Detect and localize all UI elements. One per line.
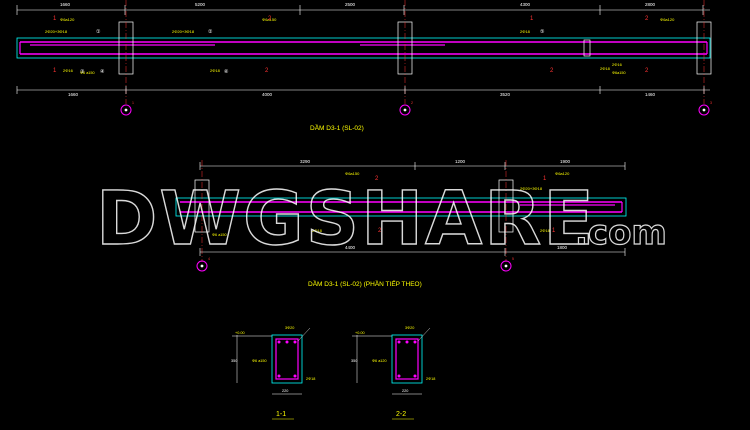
beam2-elevation: 3290 1200 1900 Φ6a150 Φ6a120 2 1 2Φ20+3Φ… xyxy=(175,159,627,288)
beam2-top-dim-1: 1200 xyxy=(455,159,466,164)
beam2-rebar-label-1: 2Φ18 xyxy=(312,228,323,233)
beam1-rebar-label-2: 2Φ16 xyxy=(63,68,74,73)
section1-stirrups: Φ6 a150 xyxy=(252,359,267,363)
beam1-top-dim-1: 5200 xyxy=(195,2,206,7)
beam2-axis-bubble-1 xyxy=(196,260,208,272)
section1-bottom-bars: 2Φ18 xyxy=(306,377,315,381)
section1-label: 1-1 xyxy=(276,411,286,418)
beam1-rebar-label-5: 2Φ18 xyxy=(600,66,611,71)
beam1-rebar-number-5: ⑥ xyxy=(224,69,229,75)
beam2-bottom-dim-0: 4400 xyxy=(345,245,356,250)
axis-number-1: 2 xyxy=(411,101,413,105)
beam2-axis-bubble-2 xyxy=(500,260,512,272)
beam2-stirrup-label-1: Φ6a120 xyxy=(555,171,570,176)
section1-height: 350 xyxy=(231,359,237,363)
beam1-rebar-number-3: ④ xyxy=(100,69,105,75)
beam1-stirrup-label-1: Φ6a150 xyxy=(262,17,277,22)
beam1-concrete-outline xyxy=(16,37,711,59)
beam1-section-mark-0: 1 xyxy=(53,16,57,22)
beam1-section-mark-5: 2 xyxy=(265,68,269,74)
section1-concrete xyxy=(271,334,303,384)
beam1-top-dim-2: 2500 xyxy=(345,2,356,7)
beam1-bottom-dim-1: 4000 xyxy=(262,92,273,97)
axis-number-4: 5 xyxy=(512,257,514,261)
beam1-rebar-number-1: ② xyxy=(208,29,213,35)
beam2-title: DẦM D3-1 (SL-02) (PHẦN TIẾP THEO) xyxy=(308,278,422,288)
section1-slab-level: +0.00 xyxy=(235,331,245,335)
beam2-section-mark-3: 1 xyxy=(552,228,556,234)
beam1-section-mark-3: 2 xyxy=(645,16,649,22)
beam2-top-dim-0: 3290 xyxy=(300,159,311,164)
axis-number-0: 1 xyxy=(132,101,134,105)
beam2-bottom-dim-1: 1800 xyxy=(557,245,568,250)
beam2-rebar-label-3: Φ6 a150 xyxy=(212,233,227,237)
watermark: DWGSHARE .com xyxy=(95,175,667,262)
section2-stirrups: Φ6 a120 xyxy=(372,359,387,363)
beam2-section-mark-0: 2 xyxy=(375,176,379,182)
beam1-rebar-number-4: ⑤ xyxy=(540,29,545,35)
beam1-top-dim-0: 1660 xyxy=(60,2,71,7)
beam1-section-mark-4: 1 xyxy=(53,68,57,74)
section2-height: 350 xyxy=(351,359,357,363)
section1-top-bars: 3Φ20 xyxy=(285,326,294,330)
beam2-rebar-label-2: 2Φ18 xyxy=(540,228,551,233)
beam1-rebar-label-6: 2Φ16 xyxy=(612,62,623,67)
beam1-top-dim-3: 4300 xyxy=(520,2,531,7)
beam1-bottom-dim-2: 3520 xyxy=(500,92,511,97)
beam1-top-dim-4: 2800 xyxy=(645,2,656,7)
beam1-rebar-number-2: ③ xyxy=(80,69,85,75)
beam1-rebar-label-3: 2Φ18 xyxy=(210,68,221,73)
section-2-2: +0.00 3Φ20 2Φ18 Φ6 a120 350 220 2-2 xyxy=(351,326,435,420)
beam1-rebar-label-1: 2Φ20+3Φ18 xyxy=(172,29,195,34)
section1-width: 220 xyxy=(282,389,288,393)
section2-label: 2-2 xyxy=(396,411,406,418)
axis-number-3: 4 xyxy=(208,257,210,261)
beam2-section-mark-1: 1 xyxy=(543,176,547,182)
beam1-stirrup-label-0: Φ6a120 xyxy=(60,17,75,22)
beam1-axis-bubble-1 xyxy=(120,104,132,116)
beam2-section-mark-2: 2 xyxy=(378,228,382,234)
section2-concrete xyxy=(391,334,423,384)
beam1-rebar-label-0: 2Φ20+3Φ18 xyxy=(45,29,68,34)
beam1-bottom-dim-0: 1660 xyxy=(68,92,79,97)
beam1-rebar-label-7: Φ6 a150 xyxy=(80,71,95,75)
beam1-elevation: 1660 5200 2500 4300 2800 Φ6a120 Φ6a150 Φ… xyxy=(16,0,712,132)
axis-number-2: 3 xyxy=(710,101,712,105)
beam1-stirrup-label-2: Φ6a120 xyxy=(660,17,675,22)
beam1-section-mark-2: 1 xyxy=(530,16,534,22)
beam2-top-dim-2: 1900 xyxy=(560,159,571,164)
beam2-concrete-outline xyxy=(175,197,627,217)
section1-stirrup xyxy=(275,338,299,380)
beam1-joint xyxy=(583,39,591,57)
section2-slab-level: +0.00 xyxy=(355,331,365,335)
section2-top-bars: 3Φ20 xyxy=(405,326,414,330)
beam1-axis-bubble-2 xyxy=(399,104,411,116)
beam1-section-mark-6: 2 xyxy=(550,68,554,74)
watermark-suffix: .com xyxy=(575,213,667,253)
beam1-rebar-label-4: 2Φ18 xyxy=(520,29,531,34)
beam1-bottom-dim-3: 1460 xyxy=(645,92,656,97)
section2-width: 220 xyxy=(402,389,408,393)
beam1-rebar-label-8: Φ6a150 xyxy=(612,71,626,75)
watermark-text: DWGSHARE xyxy=(96,176,596,262)
beam1-title: DẦM D3-1 (SL-02) xyxy=(310,122,364,132)
beam1-section-mark-1: 2 xyxy=(268,16,272,22)
beam2-stirrup-label-0: Φ6a150 xyxy=(345,171,360,176)
beam1-section-mark-7: 2 xyxy=(645,68,649,74)
beam2-rebar-label-0: 2Φ20+3Φ18 xyxy=(520,186,543,191)
section-1-1: +0.00 3Φ20 2Φ18 Φ6 a150 350 220 1-1 xyxy=(231,326,315,420)
section2-stirrup xyxy=(395,338,419,380)
section2-bottom-bars: 2Φ18 xyxy=(426,377,435,381)
beam1-rebar-number-0: ① xyxy=(96,29,101,35)
beam1-axis-bubble-3 xyxy=(698,104,710,116)
